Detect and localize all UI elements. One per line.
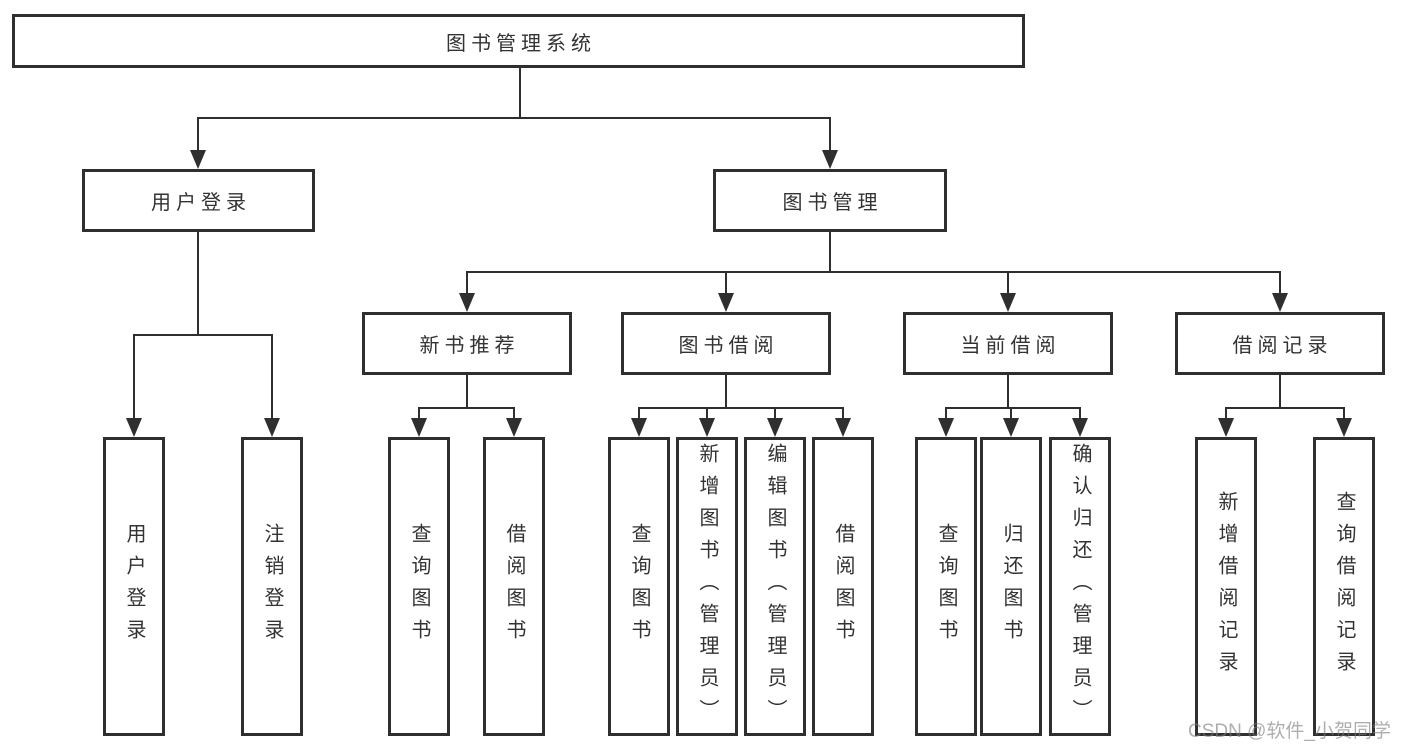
leaf-user-login: 用户登录 <box>103 437 165 736</box>
leaf-br-add-record: 新增借阅记录 <box>1195 437 1257 736</box>
node-label: 用户登录 <box>151 192 251 214</box>
node-label: 查询图书 <box>935 522 957 651</box>
connector-segments <box>133 68 1345 421</box>
node-label: 注销登录 <box>261 522 283 651</box>
node-label: 用户登录 <box>123 522 145 651</box>
node-label: 新增图书（管理员） <box>696 442 718 731</box>
leaf-br-query-record: 查询借阅记录 <box>1313 437 1375 736</box>
node-current-borrow: 当前借阅 <box>903 312 1113 375</box>
node-label: 查询借阅记录 <box>1333 490 1355 683</box>
leaf-bb-add-book-admin: 新增图书（管理员） <box>676 437 738 736</box>
node-label: 新书推荐 <box>419 335 520 357</box>
node-book-borrow: 图书借阅 <box>621 312 831 375</box>
leaf-bb-query-book: 查询图书 <box>608 437 670 736</box>
node-label: 借阅记录 <box>1232 335 1333 357</box>
node-label: 编辑图书（管理员） <box>764 442 786 731</box>
node-label: 查询图书 <box>408 522 430 651</box>
node-new-book-recommend: 新书推荐 <box>362 312 572 375</box>
node-label: 图书管理 <box>782 192 883 214</box>
node-label: 图书借阅 <box>678 335 779 357</box>
leaf-logout: 注销登录 <box>241 437 303 736</box>
leaf-cb-query-book: 查询图书 <box>915 437 977 736</box>
node-label: 查询图书 <box>628 522 650 651</box>
node-borrow-records: 借阅记录 <box>1175 312 1385 375</box>
node-label: 图书管理系统 <box>446 32 596 55</box>
leaf-bb-borrow-book: 借阅图书 <box>812 437 874 736</box>
node-label: 归还图书 <box>1000 522 1022 651</box>
node-root: 图书管理系统 <box>12 14 1025 68</box>
node-book-management-group: 图书管理 <box>713 169 947 232</box>
node-label: 新增借阅记录 <box>1215 490 1237 683</box>
leaf-nbr-borrow-book: 借阅图书 <box>483 437 545 736</box>
leaf-nbr-query-book: 查询图书 <box>388 437 450 736</box>
node-label: 确认归还（管理员） <box>1069 442 1091 731</box>
leaf-cb-confirm-return-admin: 确认归还（管理员） <box>1049 437 1111 736</box>
node-label: 借阅图书 <box>503 522 525 651</box>
node-label: 借阅图书 <box>832 522 854 651</box>
node-label: 当前借阅 <box>960 335 1061 357</box>
node-user-login-group: 用户登录 <box>82 169 315 232</box>
csdn-watermark: CSDN @软件_小贺同学 <box>1188 721 1391 742</box>
leaf-cb-return-book: 归还图书 <box>980 437 1042 736</box>
leaf-bb-edit-book-admin: 编辑图书（管理员） <box>744 437 806 736</box>
